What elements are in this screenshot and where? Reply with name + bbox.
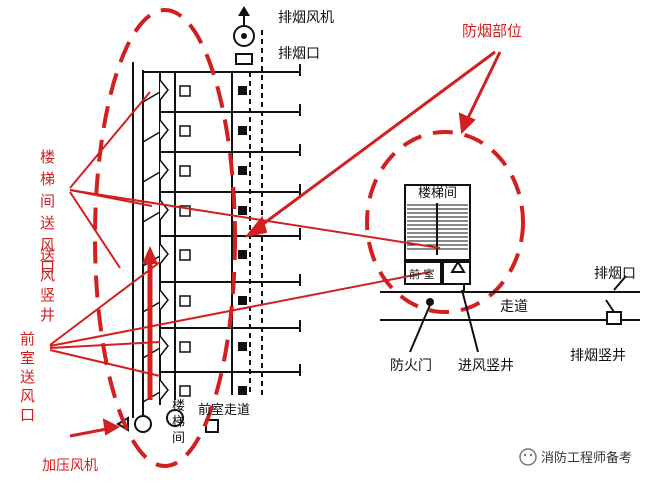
fire-door-label: 防火门 xyxy=(390,358,432,374)
exhaust-vent-icon xyxy=(238,166,247,175)
antechamber-vent-icon xyxy=(179,295,191,307)
stair-vent-char: 楼 xyxy=(40,149,55,166)
antechamber-vent-char: 风 xyxy=(20,388,35,405)
exhaust-port-icon xyxy=(235,53,253,65)
antechamber-vent-char: 室 xyxy=(20,350,35,367)
exhaust-port-label: 排烟口 xyxy=(278,46,320,62)
intake-shaft-leader xyxy=(461,289,479,353)
watermark-text: 消防工程师备考 xyxy=(541,450,632,466)
shaft-branch xyxy=(142,131,161,143)
stair-vent-icon xyxy=(159,119,169,141)
exhaust-vent-icon xyxy=(238,342,247,351)
exhaust-vent-icon xyxy=(238,386,247,395)
antechamber-vent-icon xyxy=(179,205,191,217)
supply-shaft-char: 井 xyxy=(40,307,55,324)
exhaust-vent-icon xyxy=(238,250,247,259)
antechamber-vent-icon xyxy=(179,249,191,261)
stair-vent-icon xyxy=(159,199,169,221)
stair-vent-char: 口 xyxy=(40,260,55,276)
antechamber-vent-char: 口 xyxy=(20,408,35,424)
stairwell-bottom-char: 间 xyxy=(172,431,185,446)
exhaust-vent-icon xyxy=(238,126,247,135)
shaft-branch xyxy=(142,91,161,103)
stair-vent-icon xyxy=(159,79,169,101)
stair-vent-icon xyxy=(159,289,169,311)
antechamber-vent-icon xyxy=(179,125,191,137)
stairwell-detail-label: 楼梯间 xyxy=(418,186,457,201)
callout-lines xyxy=(49,50,502,438)
exhaust-fan-label: 排烟风机 xyxy=(278,10,334,26)
stairwell-bottom-char: 梯 xyxy=(172,415,185,430)
exhaust-vent-icon xyxy=(238,86,247,95)
stair-vent-char: 间 xyxy=(40,193,55,210)
fire-door-leader xyxy=(409,304,431,353)
stair-vent-char: 送 xyxy=(40,215,55,232)
stair-vent-char: 风 xyxy=(40,237,55,254)
shaft-branch xyxy=(142,171,161,183)
supply-shaft-char: 竖 xyxy=(40,287,55,304)
supply-shaft-char: 风 xyxy=(40,267,55,284)
floor-slabs xyxy=(160,64,301,376)
stair-vent-char: 梯 xyxy=(40,171,55,188)
stairwell-bottom-label: 楼梯间 xyxy=(172,399,185,446)
stair-vent-icon xyxy=(159,243,169,265)
antechamber-vent-icon xyxy=(179,341,191,353)
exhaust-shaft-icon xyxy=(605,275,627,325)
stair-vent-icon xyxy=(159,159,169,181)
highlight-ellipse-right xyxy=(365,130,525,314)
antechamber-vent-char: 前 xyxy=(20,331,35,348)
watermark: 消防工程师备考 xyxy=(519,448,632,466)
supply-shaft-char: 送 xyxy=(40,247,55,264)
wechat-icon xyxy=(519,448,537,466)
stair-vent-icon xyxy=(159,379,169,401)
exhaust-fan-icon xyxy=(233,6,255,47)
stair-vent-icon xyxy=(159,335,169,357)
antechamber-vent-icon xyxy=(179,385,191,397)
antechamber-corridor-label: 前室走道 xyxy=(198,402,250,418)
antechamber-vent-icon xyxy=(179,165,191,177)
stairwell-bottom-char: 楼 xyxy=(172,399,185,414)
exhaust-shaft-label: 排烟竖井 xyxy=(570,348,626,364)
pressurize-fan-label: 加压风机 xyxy=(42,458,98,474)
smoke-area-label: 防烟部位 xyxy=(462,23,522,40)
antechamber-vent-char: 送 xyxy=(20,369,35,386)
shaft-branch xyxy=(142,211,161,223)
corridor-label: 走道 xyxy=(500,299,528,315)
exhaust-port-right-label: 排烟口 xyxy=(594,266,636,282)
antechamber-vent-icon xyxy=(179,85,191,97)
highlight-ellipse-left xyxy=(93,8,237,468)
exhaust-vent-icon xyxy=(238,206,247,215)
intake-shaft-label: 进风竖井 xyxy=(458,358,514,374)
supply-flow-arrow xyxy=(142,246,158,400)
door-hinge xyxy=(426,298,434,306)
antechamber-detail-label: 前 室 xyxy=(409,267,435,281)
exhaust-vent-icon xyxy=(238,296,247,305)
